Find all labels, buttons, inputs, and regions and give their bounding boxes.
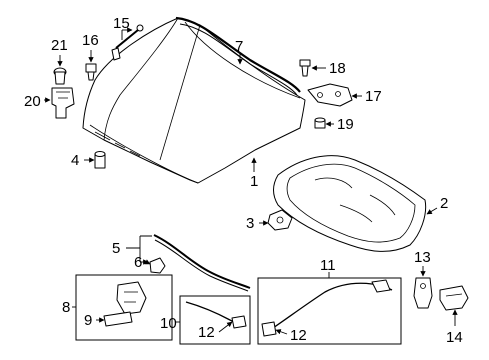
nut-19 bbox=[314, 117, 326, 129]
callout-10: 10 bbox=[160, 315, 177, 332]
support-rod bbox=[149, 234, 251, 292]
callout-21: 21 bbox=[51, 37, 68, 54]
callout-18: 18 bbox=[329, 60, 346, 77]
bumper-21 bbox=[53, 67, 67, 85]
cable-section bbox=[185, 301, 247, 329]
callout-1: 1 bbox=[250, 173, 258, 190]
latch-box bbox=[75, 274, 173, 341]
callout-12-right: 12 bbox=[290, 327, 307, 344]
callout-11: 11 bbox=[320, 257, 336, 274]
callout-15: 15 bbox=[113, 15, 130, 32]
callout-7: 7 bbox=[235, 38, 243, 55]
callout-5: 5 bbox=[112, 240, 120, 257]
callout-19: 19 bbox=[337, 116, 354, 133]
bolt-18 bbox=[299, 59, 311, 77]
cable-box-left bbox=[179, 295, 251, 345]
callout-labels: 1 2 3 4 5 6 7 8 9 10 11 12 12 13 14 15 1… bbox=[24, 15, 463, 346]
leader-lines bbox=[44, 27, 458, 335]
bracket-17 bbox=[307, 83, 353, 107]
hood-latch bbox=[103, 281, 147, 327]
bumper-stop bbox=[94, 151, 106, 169]
gas-strut bbox=[111, 24, 144, 61]
release-cable bbox=[261, 279, 393, 337]
bolt-16 bbox=[85, 63, 97, 81]
callout-12-left: 12 bbox=[198, 324, 215, 341]
callout-17: 17 bbox=[365, 88, 382, 105]
callout-3: 3 bbox=[246, 215, 254, 232]
callout-16: 16 bbox=[82, 32, 99, 49]
hood-hinge bbox=[51, 87, 75, 119]
callout-9: 9 bbox=[84, 312, 92, 329]
hood-seal-strip bbox=[175, 16, 301, 96]
callout-14: 14 bbox=[446, 329, 463, 346]
lock-bracket bbox=[439, 285, 469, 311]
release-handle bbox=[413, 277, 433, 309]
callout-6: 6 bbox=[134, 254, 142, 271]
callout-4: 4 bbox=[71, 152, 79, 169]
callout-8: 8 bbox=[62, 299, 70, 316]
callout-2: 2 bbox=[440, 195, 448, 212]
callout-13: 13 bbox=[414, 249, 431, 266]
hood-panel bbox=[82, 17, 306, 184]
hood-insulator bbox=[273, 155, 427, 252]
callout-20: 20 bbox=[24, 93, 41, 110]
cable-box-right bbox=[257, 277, 402, 345]
